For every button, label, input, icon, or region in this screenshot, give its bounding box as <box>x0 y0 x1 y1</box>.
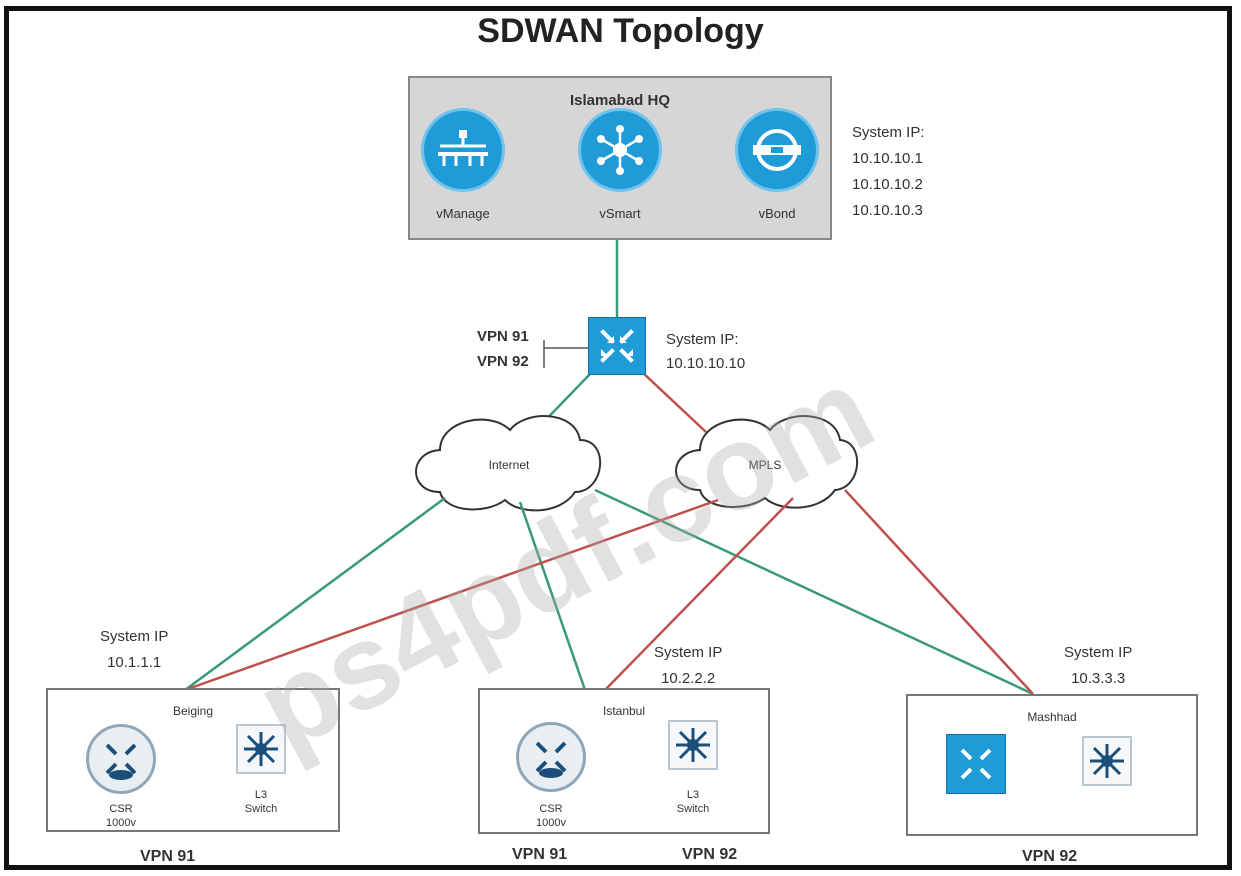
site-name-beiging: Beiging <box>172 704 214 718</box>
site-name-istanbul: Istanbul <box>602 704 646 718</box>
l3-switch-icon[interactable] <box>668 720 718 770</box>
hub-system-ip-value: 10.10.10.10 <box>666 355 746 372</box>
mpls-istanbul-link <box>604 497 794 691</box>
router-icon[interactable] <box>946 734 1006 794</box>
site-beiging[interactable]: Beiging CSR 1000v L3 Switch <box>46 688 340 832</box>
hub-vpn-92: VPN 92 <box>477 353 529 370</box>
vmanage-controller[interactable]: vManage <box>418 108 508 221</box>
mashhad-system-ip: System IP 10.3.3.3 <box>1064 640 1132 692</box>
mpls-cloud <box>675 415 858 509</box>
mashhad-system-ip-value: 10.3.3.3 <box>1071 670 1126 687</box>
site-mashhad[interactable]: Mashhad <box>906 694 1198 836</box>
cloud-label-internet: Internet <box>488 458 530 472</box>
diagram-title: SDWAN Topology <box>477 12 764 50</box>
router-icon <box>600 329 634 363</box>
vsmart-label: vSmart <box>599 206 641 221</box>
mpls-mashhad-link <box>844 489 1034 695</box>
internet-istanbul-link <box>518 501 587 691</box>
mashhad-system-ip-label: System IP <box>1064 644 1133 661</box>
beiging-system-ip-value: 10.1.1.1 <box>107 654 162 671</box>
vbond-label: vBond <box>758 206 796 221</box>
hub-vpn-91: VPN 91 <box>477 328 529 345</box>
vmanage-icon <box>421 108 505 192</box>
csr-router-icon[interactable] <box>516 722 586 792</box>
istanbul-vpn-91: VPN 91 <box>512 846 568 863</box>
beiging-vpn-91: VPN 91 <box>140 848 196 865</box>
hub-system-ip-label: System IP: <box>666 331 739 348</box>
vsmart-icon <box>578 108 662 192</box>
mpls-beiging-link <box>184 498 719 692</box>
istanbul-system-ip-label: System IP <box>654 644 723 661</box>
istanbul-vpn-92: VPN 92 <box>682 846 738 863</box>
internet-mashhad-link <box>594 488 1034 696</box>
istanbul-csr-label: CSR 1000v <box>536 803 566 829</box>
csr-router-icon[interactable] <box>86 724 156 794</box>
mashhad-vpn-92: VPN 92 <box>1022 848 1078 865</box>
istanbul-system-ip-value: 10.2.2.2 <box>661 670 716 687</box>
l3-switch-icon[interactable] <box>236 724 286 774</box>
hq-system-ip-2: 10.10.10.2 <box>852 176 923 193</box>
istanbul-system-ip: System IP 10.2.2.2 <box>654 640 722 692</box>
hq-system-ip-3: 10.10.10.3 <box>852 202 923 219</box>
hq-system-ip-label: System IP: <box>852 124 925 141</box>
hq-system-ip: System IP: 10.10.10.1 10.10.10.2 10.10.1… <box>852 120 925 224</box>
hub-mpls-link <box>641 371 707 433</box>
beiging-system-ip-label: System IP <box>100 628 169 645</box>
beiging-csr-label: CSR 1000v <box>106 803 136 829</box>
hq-site[interactable]: Islamabad HQ vManage <box>408 76 832 240</box>
beiging-switch-label: L3 Switch <box>244 789 278 815</box>
hub-router[interactable] <box>588 317 646 375</box>
vsmart-controller[interactable]: vSmart <box>575 108 665 221</box>
vbond-icon <box>735 108 819 192</box>
internet-cloud <box>415 415 602 512</box>
hub-system-ip: System IP: 10.10.10.10 <box>666 328 745 376</box>
hq-system-ip-1: 10.10.10.1 <box>852 150 923 167</box>
diagram-frame <box>4 6 1232 870</box>
cloud-label-mpls: MPLS <box>748 458 782 472</box>
internet-beiging-link <box>184 496 446 692</box>
vmanage-label: vManage <box>436 206 490 221</box>
l3-switch-icon[interactable] <box>1082 736 1132 786</box>
hq-title: Islamabad HQ <box>569 92 671 109</box>
vbond-controller[interactable]: vBond <box>732 108 822 221</box>
istanbul-switch-label: L3 Switch <box>676 789 710 815</box>
site-istanbul[interactable]: Istanbul CSR 1000v L3 Switch <box>478 688 770 834</box>
site-name-mashhad: Mashhad <box>1027 710 1077 724</box>
beiging-system-ip: System IP 10.1.1.1 <box>100 624 168 676</box>
